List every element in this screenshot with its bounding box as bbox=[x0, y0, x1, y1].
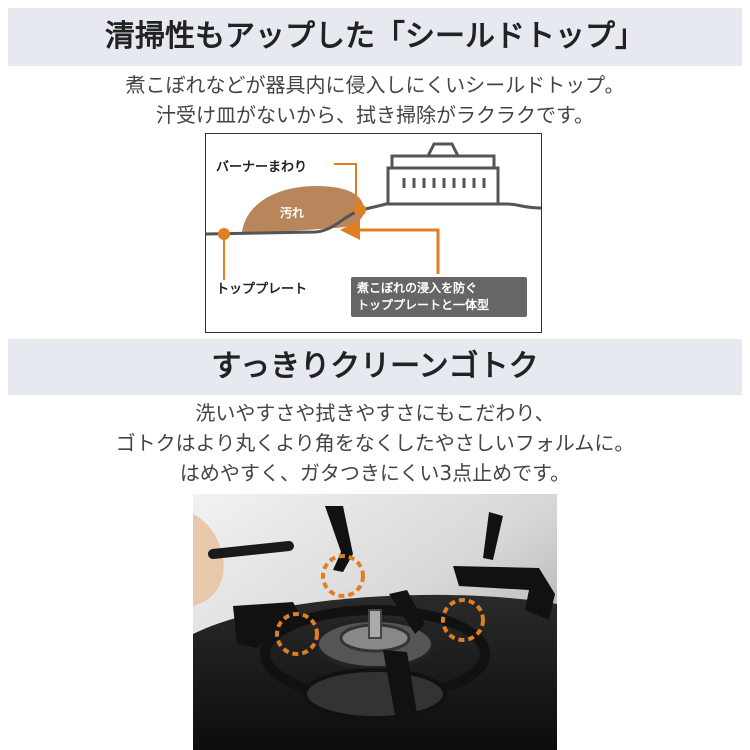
trivet-photo-illustration bbox=[193, 494, 557, 750]
diagram-illustration bbox=[206, 142, 541, 280]
burner-leader-line bbox=[334, 163, 357, 208]
seal-callout: 煮こぼれの浸入を防ぐ トッププレートと一体型 bbox=[351, 277, 527, 317]
fixing-point-highlight bbox=[275, 612, 319, 656]
plate-marker bbox=[218, 228, 230, 240]
trivet-arms bbox=[233, 506, 555, 726]
description-line: 汁受け皿がないから、拭き掃除がラクラクです。 bbox=[156, 103, 594, 127]
section-title-clean-trivet: すっきりクリーンゴトク bbox=[8, 339, 742, 395]
top-plate-line bbox=[206, 202, 541, 236]
burner-marker bbox=[354, 204, 366, 216]
fixing-point-highlight bbox=[321, 554, 365, 598]
seal-arrow-line bbox=[356, 228, 440, 274]
callout-line: 煮こぼれの浸入を防ぐ bbox=[357, 281, 478, 295]
dirt-label: 汚れ bbox=[280, 206, 305, 220]
trivet-photo bbox=[193, 494, 557, 750]
fixing-point-highlight bbox=[441, 598, 485, 642]
description-line: はめやすく、ガタつきにくい3点止めです。 bbox=[179, 461, 571, 485]
top-plate-label: トッププレート bbox=[216, 282, 308, 297]
description-line: 煮こぼれなどが器具内に侵入しにくいシールドトップ。 bbox=[125, 73, 625, 97]
shield-top-diagram: バーナーまわり 汚れ トッププレート 煮こぼれの浸入を防ぐ トッププレートと一体… bbox=[205, 133, 542, 333]
hand bbox=[193, 514, 224, 606]
description-line: ゴトクはより丸くより角をなくしたやさしいフォルムに。 bbox=[115, 431, 635, 455]
section-description-shield-top: 煮こぼれなどが器具内に侵入しにくいシールドトップ。 汁受け皿がないから、拭き掃除… bbox=[0, 70, 750, 130]
seal-arrow-head-icon bbox=[340, 220, 360, 240]
section-title-shield-top: 清掃性もアップした「シールドトップ」 bbox=[8, 8, 742, 66]
section-description-clean-trivet: 洗いやすさや拭きやすさにもこだわり、 ゴトクはより丸くより角をなくしたやさしいフ… bbox=[0, 398, 750, 488]
burner-icon bbox=[386, 142, 500, 206]
dirt-shape bbox=[242, 186, 364, 234]
callout-line: トッププレートと一体型 bbox=[357, 298, 490, 312]
description-line: 洗いやすさや拭きやすさにもこだわり、 bbox=[195, 401, 555, 425]
burner-area-label: バーナーまわり bbox=[216, 160, 308, 175]
